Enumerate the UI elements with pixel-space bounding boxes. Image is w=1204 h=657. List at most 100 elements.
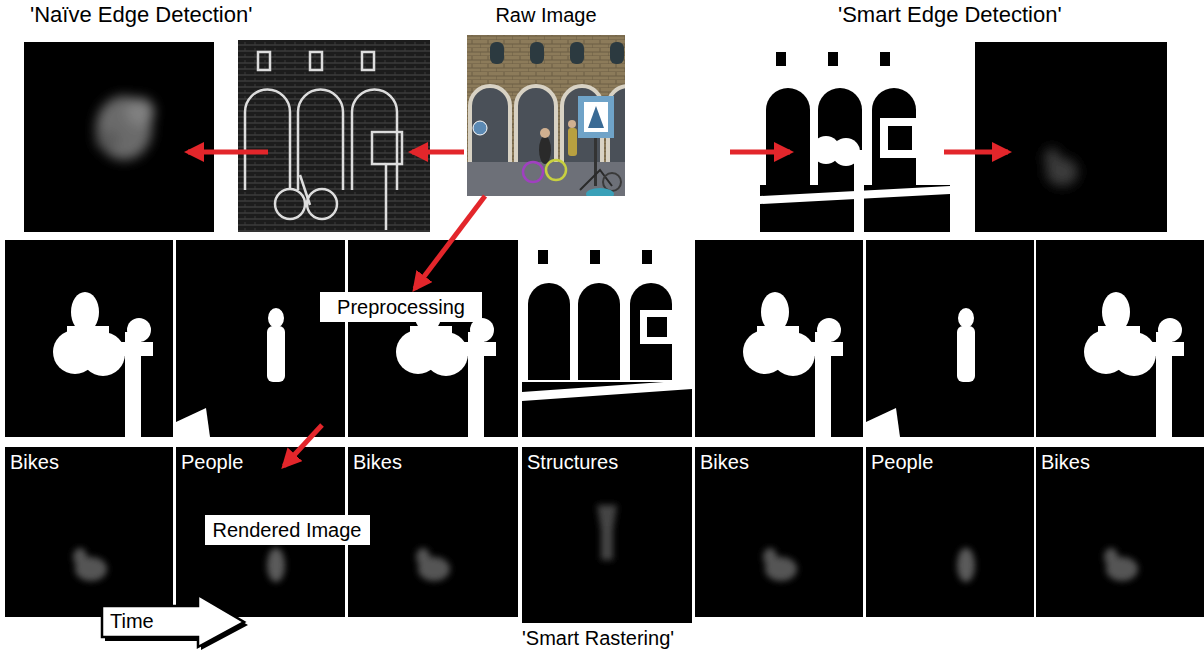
illustration-part <box>584 102 608 132</box>
illustration-part <box>760 42 950 232</box>
node-text: Bikes <box>1041 450 1090 474</box>
illustration-part <box>470 86 625 168</box>
illustration-part <box>245 52 402 230</box>
illustration-part <box>568 120 576 128</box>
illustration-part <box>763 548 797 581</box>
illustration-part <box>412 150 464 155</box>
naive-render-panel <box>24 42 214 232</box>
illustration-part <box>1036 447 1204 617</box>
illustration-part <box>5 240 173 437</box>
illustration-part <box>578 96 614 138</box>
illustration-part <box>238 40 430 232</box>
illustration-part <box>828 52 838 66</box>
illustration-part <box>538 250 548 264</box>
illustration-part <box>1084 292 1184 437</box>
illustration-part <box>539 136 551 164</box>
illustration-part <box>730 150 790 155</box>
illustration-part <box>695 447 863 617</box>
illustration-part <box>522 240 692 382</box>
illustration-part <box>647 317 667 337</box>
render-panel: Structures <box>522 447 692 617</box>
illustration-part <box>267 548 285 582</box>
node-text: People <box>181 450 243 474</box>
illustration-part <box>580 170 612 190</box>
illustration-part <box>528 283 570 380</box>
illustration-part <box>362 52 374 70</box>
node-text: Preprocessing <box>337 295 465 319</box>
illustration-part <box>570 42 584 64</box>
figure-label: 'Smart Edge Detection' <box>838 2 1062 28</box>
illustration-part <box>372 132 402 164</box>
illustration-part <box>176 240 345 437</box>
label-box: Preprocessing <box>320 292 482 322</box>
render-panel: Bikes <box>5 447 173 617</box>
illustration-part <box>24 42 214 232</box>
illustration-part <box>603 173 621 191</box>
node-text: Bikes <box>353 450 402 474</box>
node-text: Rendered Image <box>213 518 362 542</box>
render-panels <box>5 447 1204 623</box>
illustration-part <box>880 52 890 66</box>
connector-arrow <box>415 196 485 289</box>
illustration-part <box>546 160 566 180</box>
red-arrows <box>188 152 1008 466</box>
illustration-part <box>776 52 786 66</box>
illustration-part <box>1044 148 1078 186</box>
time-arrow-body <box>102 595 244 647</box>
illustration-part <box>473 121 487 135</box>
time-arrow: Time <box>100 592 250 652</box>
node-text: Bikes <box>700 450 749 474</box>
smart-render-panel <box>975 42 1167 232</box>
render-panel: Bikes <box>1036 447 1204 617</box>
illustration-part <box>470 86 510 168</box>
illustration-part <box>275 189 305 219</box>
illustration-part <box>53 292 153 437</box>
node-text: Raw Image <box>467 3 625 27</box>
illustration-part <box>467 35 625 196</box>
illustration-part <box>307 189 337 219</box>
illustration-part <box>522 240 692 437</box>
illustration-part <box>416 548 450 581</box>
illustration-part <box>522 447 692 623</box>
illustration-part <box>540 128 550 138</box>
node-text: Structures <box>527 450 618 474</box>
illustration-part <box>610 42 624 64</box>
illustration-part <box>586 188 614 196</box>
illustration-part <box>188 150 268 155</box>
figure-label: 'Smart Rastering' <box>522 626 674 650</box>
illustration-part <box>300 164 386 230</box>
illustration-part <box>866 240 1034 437</box>
illustration-part <box>523 162 543 182</box>
illustration-part <box>96 130 120 150</box>
illustration-part <box>866 447 1034 617</box>
illustration-part <box>695 240 863 437</box>
illustration-part <box>530 42 544 64</box>
node-text: People <box>871 450 933 474</box>
illustration-part <box>258 52 270 70</box>
figure-label: 'Naïve Edge Detection' <box>30 2 252 28</box>
illustration-part <box>590 250 600 264</box>
illustration-part <box>601 528 613 560</box>
illustration-part <box>298 90 343 190</box>
illustration-part <box>568 128 577 156</box>
illustration-part <box>96 96 154 160</box>
illustration-part <box>957 548 975 582</box>
illustration-part <box>516 86 556 168</box>
illustration-part <box>5 447 173 617</box>
label-box: Rendered Image <box>205 515 370 545</box>
illustration-part <box>490 42 504 64</box>
illustration-part <box>73 548 107 581</box>
illustration-part <box>854 150 864 232</box>
illustration-part <box>812 136 864 232</box>
illustration-part <box>766 88 810 185</box>
illustration-part <box>176 308 285 437</box>
illustration-part <box>872 88 916 185</box>
illustration-part <box>284 425 322 466</box>
illustration-part <box>1036 240 1204 437</box>
illustration-part <box>640 310 674 344</box>
illustration-part <box>1044 148 1060 168</box>
illustration-part <box>348 240 518 437</box>
illustration-part <box>944 150 1008 155</box>
